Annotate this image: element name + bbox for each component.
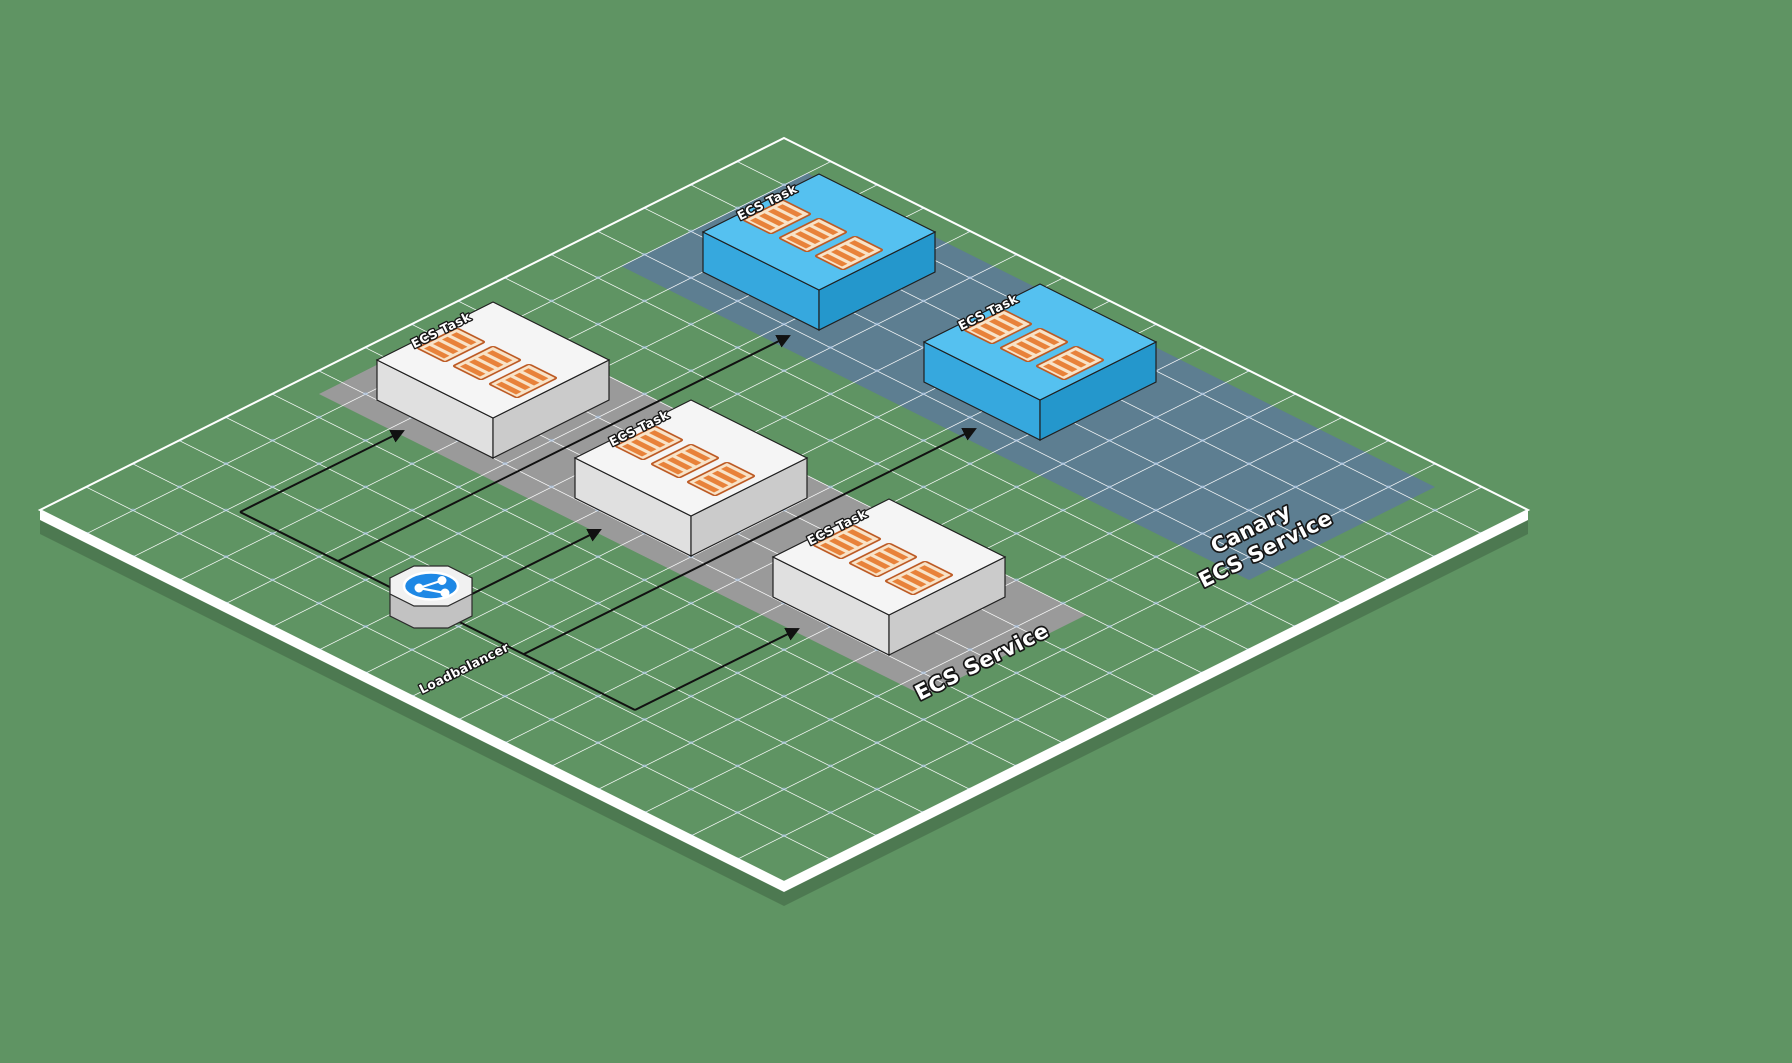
loadbalancer-icon xyxy=(402,571,460,601)
share-nodes-icon xyxy=(414,575,450,598)
arrow-to-canary-task-2[interactable] xyxy=(523,428,977,655)
arrow-to-canary-task-1[interactable] xyxy=(337,335,791,562)
arrow-to-task-1[interactable] xyxy=(239,430,405,513)
arrow-to-task-3[interactable] xyxy=(634,628,800,711)
